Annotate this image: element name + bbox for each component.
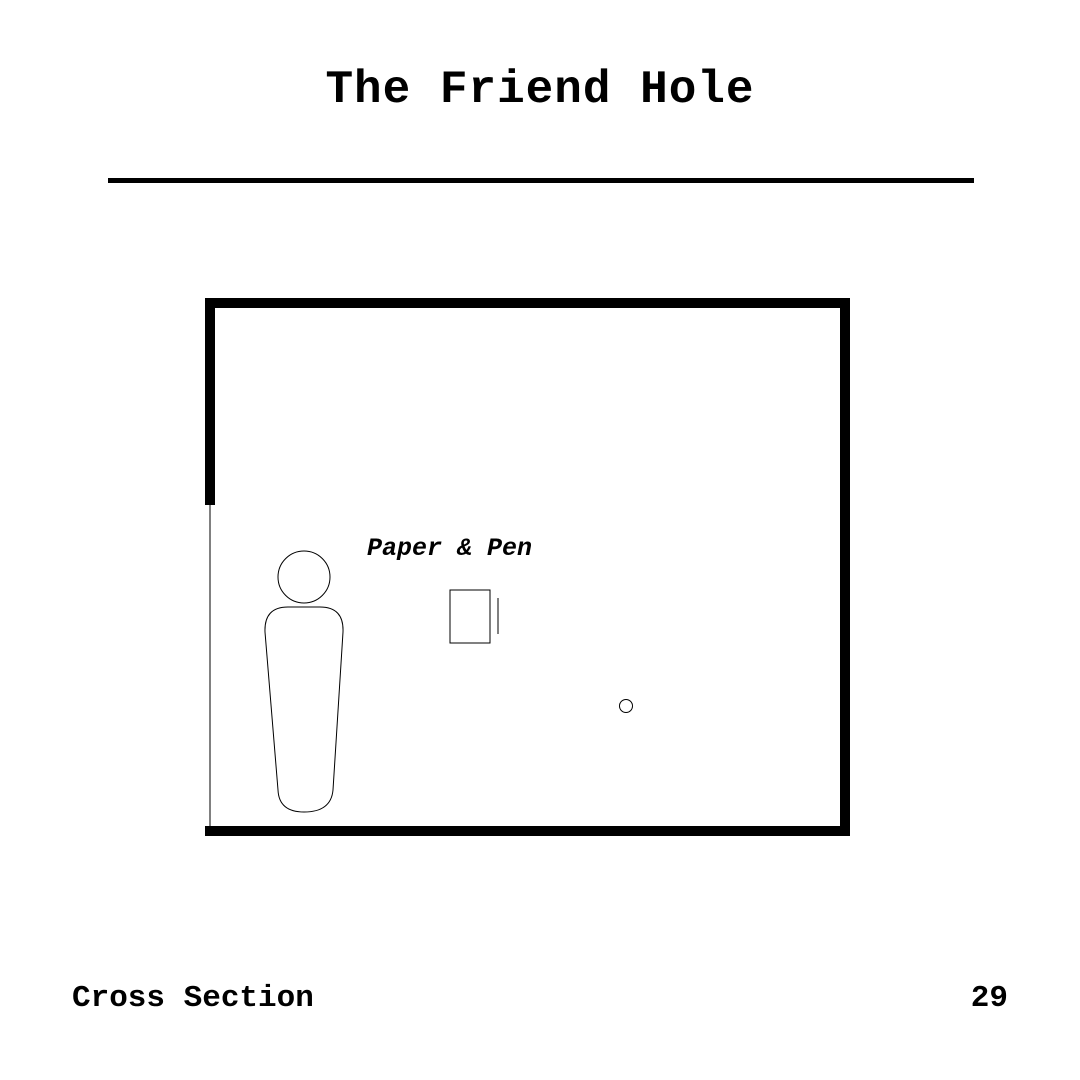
person-body [264,606,344,813]
person-head [277,550,331,604]
small-circle-icon [619,699,633,713]
footer-label: Cross Section [72,981,314,1016]
paper-icon [449,589,491,644]
room-wall-top-and-right [205,298,850,836]
page-number: 29 [970,981,1008,1016]
person-icon [264,550,344,813]
title-divider [108,178,974,183]
paper-and-pen-label: Paper & Pen [367,534,532,563]
room-walls [205,298,850,836]
page-title: The Friend Hole [325,64,755,116]
